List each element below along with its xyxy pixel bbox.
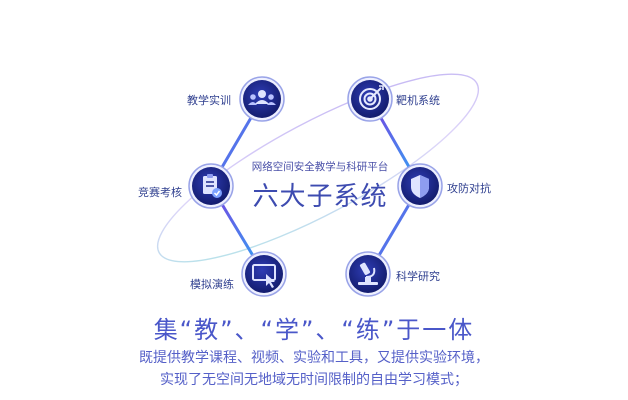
platform-title: 六大子系统 xyxy=(252,182,388,212)
description-line-1: 既提供教学课程、视频、实验和工具，又提供实验环境， xyxy=(139,350,489,366)
node-teaching[interactable] xyxy=(239,76,285,122)
screen-cursor-icon xyxy=(252,264,276,288)
orbit-ring xyxy=(156,73,480,263)
headline: 集“教”、“学”、“练”于一体 xyxy=(153,316,475,344)
node-label-contest: 竞赛考核 xyxy=(138,186,182,199)
platform-subtitle: 网络空间安全教学与科研平台 xyxy=(251,161,389,173)
microscope-icon xyxy=(358,262,378,285)
people-icon xyxy=(248,90,276,105)
node-attack[interactable] xyxy=(397,163,443,209)
clipboard-check-icon xyxy=(203,174,222,198)
node-target[interactable] xyxy=(347,76,393,122)
node-label-research: 科学研究 xyxy=(396,270,440,283)
node-label-attack: 攻防对抗 xyxy=(447,182,491,195)
node-label-teaching: 教学实训 xyxy=(187,94,231,107)
node-label-simulation: 模拟演练 xyxy=(190,278,234,291)
target-icon xyxy=(359,85,384,110)
node-research[interactable] xyxy=(345,251,391,297)
node-label-target: 靶机系统 xyxy=(396,94,440,107)
description-line-2: 实现了无空间无地域无时间限制的自由学习模式； xyxy=(160,372,468,388)
node-contest[interactable] xyxy=(188,163,234,209)
shield-icon xyxy=(411,175,429,198)
node-simulation[interactable] xyxy=(241,251,287,297)
